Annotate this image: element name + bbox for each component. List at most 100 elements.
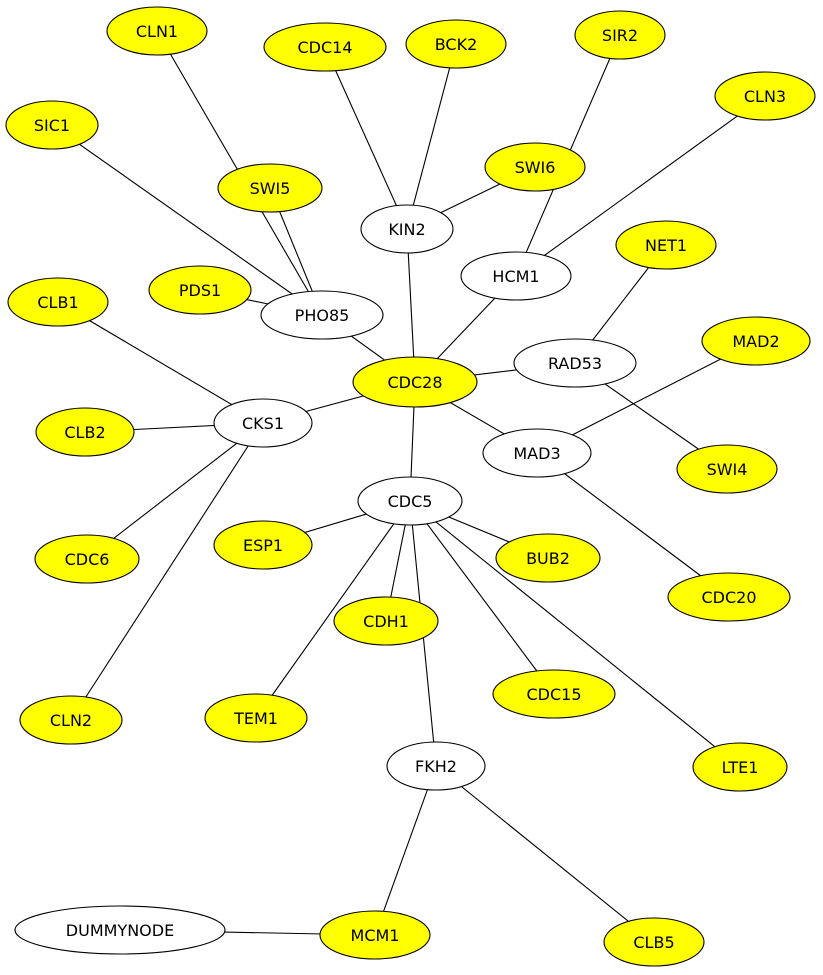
node-cks1-label: CKS1	[242, 414, 284, 433]
node-bck2[interactable]: BCK2	[405, 19, 507, 69]
node-net1-shape	[615, 220, 717, 270]
node-cdc5-shape	[357, 476, 463, 526]
node-clb5[interactable]: CLB5	[603, 917, 705, 967]
node-esp1-label: ESP1	[243, 536, 283, 555]
node-swi6[interactable]: SWI6	[484, 142, 586, 192]
edge-mad2-mad3	[536, 340, 757, 454]
node-cdc15[interactable]: CDC15	[492, 669, 616, 719]
node-bub2-label: BUB2	[526, 549, 570, 568]
node-esp1-shape	[213, 520, 313, 570]
node-net1-label: NET1	[645, 236, 687, 255]
node-swi4[interactable]: SWI4	[676, 444, 778, 494]
node-cln1-label: CLN1	[136, 22, 178, 41]
edge-fkh2-mcm1	[374, 765, 437, 936]
node-clb1-shape	[7, 277, 109, 327]
node-bub2-shape	[495, 533, 601, 583]
node-swi5-label: SWI5	[250, 179, 291, 198]
node-swi6-shape	[484, 142, 586, 192]
node-swi4-shape	[676, 444, 778, 494]
node-cln3-shape	[714, 71, 816, 121]
node-cln2[interactable]: CLN2	[19, 695, 123, 745]
node-pho85[interactable]: PHO85	[260, 290, 384, 340]
node-cln2-shape	[19, 695, 123, 745]
node-sic1[interactable]: SIC1	[5, 100, 99, 150]
node-cln3[interactable]: CLN3	[714, 71, 816, 121]
node-rad53-shape	[513, 338, 637, 388]
node-kin2-shape	[360, 204, 454, 254]
node-cdc6-shape	[34, 534, 140, 584]
node-lte1-shape	[692, 742, 788, 792]
node-pds1[interactable]: PDS1	[148, 265, 252, 315]
node-cln1[interactable]: CLN1	[106, 6, 208, 56]
edge-cdc5-tem1	[255, 500, 411, 719]
node-sir2-label: SIR2	[602, 26, 638, 45]
edge-clb1-cks1	[57, 301, 264, 424]
node-pho85-label: PHO85	[295, 306, 350, 325]
node-pho85-shape	[260, 290, 384, 340]
node-mad3-label: MAD3	[513, 444, 560, 463]
edge-cln2-cks1	[70, 422, 264, 721]
node-cdc20-shape	[667, 572, 791, 622]
node-fkh2-label: FKH2	[415, 757, 457, 776]
node-cln2-label: CLN2	[50, 711, 92, 730]
node-sic1-label: SIC1	[34, 116, 70, 135]
node-cdh1[interactable]: CDH1	[333, 596, 439, 646]
node-clb1[interactable]: CLB1	[7, 277, 109, 327]
node-sic1-shape	[5, 100, 99, 150]
node-sir2[interactable]: SIR2	[574, 10, 666, 60]
node-clb5-shape	[603, 917, 705, 967]
node-lte1-label: LTE1	[722, 758, 759, 777]
node-tem1-shape	[204, 693, 308, 743]
node-mad3[interactable]: MAD3	[482, 428, 592, 478]
node-cdc20[interactable]: CDC20	[667, 572, 791, 622]
node-cdc5[interactable]: CDC5	[357, 476, 463, 526]
node-fkh2[interactable]: FKH2	[386, 741, 486, 791]
node-cdc15-label: CDC15	[526, 685, 581, 704]
node-cdh1-label: CDH1	[363, 612, 409, 631]
node-cdc15-shape	[492, 669, 616, 719]
node-hcm1-shape	[460, 251, 572, 301]
edge-mad3-cdc20	[536, 452, 730, 598]
node-tem1[interactable]: TEM1	[204, 693, 308, 743]
node-swi5[interactable]: SWI5	[217, 163, 323, 213]
node-clb2[interactable]: CLB2	[35, 407, 135, 457]
node-mcm1[interactable]: MCM1	[319, 910, 431, 960]
node-esp1[interactable]: ESP1	[213, 520, 313, 570]
node-cdc28[interactable]: CDC28	[352, 356, 478, 408]
node-cdc6[interactable]: CDC6	[34, 534, 140, 584]
node-dummynode[interactable]: DUMMYNODE	[14, 905, 226, 955]
node-cdh1-shape	[333, 596, 439, 646]
node-tem1-label: TEM1	[233, 709, 278, 728]
edge-cdc5-lte1	[409, 500, 741, 768]
node-clb5-label: CLB5	[633, 933, 674, 952]
node-bub2[interactable]: BUB2	[495, 533, 601, 583]
node-cks1[interactable]: CKS1	[213, 398, 313, 448]
node-sir2-shape	[574, 10, 666, 60]
node-hcm1[interactable]: HCM1	[460, 251, 572, 301]
node-bck2-shape	[405, 19, 507, 69]
node-mad2-shape	[701, 316, 811, 366]
node-cdc6-label: CDC6	[65, 550, 110, 569]
node-net1[interactable]: NET1	[615, 220, 717, 270]
node-mcm1-label: MCM1	[351, 926, 400, 945]
node-hcm1-label: HCM1	[492, 267, 539, 286]
node-cdc14[interactable]: CDC14	[263, 22, 387, 72]
edge-cln3-hcm1	[515, 95, 766, 277]
node-mad3-shape	[482, 428, 592, 478]
node-kin2[interactable]: KIN2	[360, 204, 454, 254]
node-clb2-shape	[35, 407, 135, 457]
node-fkh2-shape	[386, 741, 486, 791]
node-cks1-shape	[213, 398, 313, 448]
node-mad2[interactable]: MAD2	[701, 316, 811, 366]
node-dummynode-shape	[14, 905, 226, 955]
node-mad2-label: MAD2	[732, 332, 779, 351]
edge-bck2-kin2	[406, 43, 457, 230]
edge-cdc14-kin2	[324, 46, 408, 230]
node-pds1-label: PDS1	[179, 281, 221, 300]
node-lte1[interactable]: LTE1	[692, 742, 788, 792]
node-cdc20-label: CDC20	[701, 588, 756, 607]
node-kin2-label: KIN2	[388, 220, 425, 239]
node-rad53[interactable]: RAD53	[513, 338, 637, 388]
node-bck2-label: BCK2	[435, 35, 478, 54]
